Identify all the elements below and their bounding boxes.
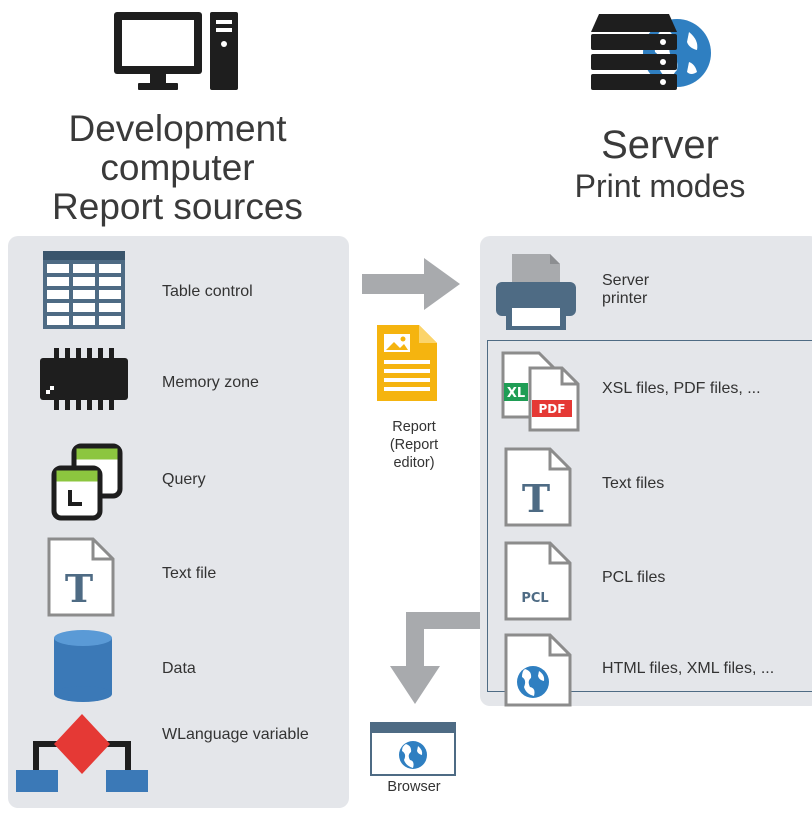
report-label-line-3: editor): [393, 455, 435, 472]
pcl-files-label: PCL files: [602, 569, 666, 586]
pdf-badge: PDF: [539, 402, 566, 416]
computer-icon: [112, 10, 242, 94]
server-printer-line-1: Server: [602, 272, 650, 289]
down-arrow-icon: [380, 612, 490, 712]
xls-pdf-file-icon: XL PDF: [500, 350, 584, 434]
xl-badge: XL: [507, 386, 525, 401]
browser-label: Browser: [387, 779, 441, 795]
memory-chip-icon: [38, 346, 130, 414]
text-file-label: Text file: [162, 565, 217, 582]
right-title-line-1: Server: [601, 123, 719, 167]
html-xml-files-label: HTML files, XML files, ...: [602, 660, 775, 677]
globe-file-icon: [503, 632, 573, 708]
t-badge-right: T: [522, 476, 550, 521]
left-title-line-1: Development: [68, 108, 287, 149]
data-label: Data: [162, 660, 196, 677]
memory-zone-label: Memory zone: [162, 374, 259, 391]
report-document-icon: [374, 322, 440, 404]
file-outputs-group: [487, 340, 812, 692]
t-badge: T: [65, 566, 93, 611]
table-icon: [42, 250, 126, 330]
right-title: Server Print modes: [520, 124, 800, 204]
xsl-pdf-files-label: XSL files, PDF files, ...: [602, 380, 761, 397]
right-title-line-2: Print modes: [574, 168, 746, 204]
database-icon: [52, 628, 114, 704]
table-control-label: Table control: [162, 283, 253, 300]
left-title: Development computer Report sources: [0, 108, 355, 227]
query-icon: [50, 442, 126, 524]
right-arrow-icon: [362, 256, 462, 312]
printer-icon: [494, 252, 578, 332]
report-label: Report (Report editor): [372, 418, 456, 472]
browser-window-icon: [370, 722, 456, 776]
query-label: Query: [162, 471, 206, 488]
text-file-icon-right: T: [503, 446, 573, 528]
report-label-line-1: Report: [392, 419, 436, 435]
wlanguage-variable-label: WLanguage variable: [162, 726, 309, 743]
left-title-line-3: Report sources: [52, 185, 303, 227]
pcl-badge: PCL: [521, 591, 548, 606]
text-file-icon: T: [46, 536, 116, 618]
flowchart-icon: [14, 708, 150, 798]
left-title-line-2: computer: [100, 146, 255, 188]
text-files-label: Text files: [602, 475, 665, 492]
server-globe-icon: [585, 10, 715, 94]
server-printer-line-2: printer: [602, 290, 648, 307]
report-label-line-2: (Report: [389, 437, 439, 454]
report-sources-panel: [8, 236, 349, 808]
server-printer-label: Server printer: [602, 272, 649, 308]
pcl-file-icon: PCL: [503, 540, 573, 622]
